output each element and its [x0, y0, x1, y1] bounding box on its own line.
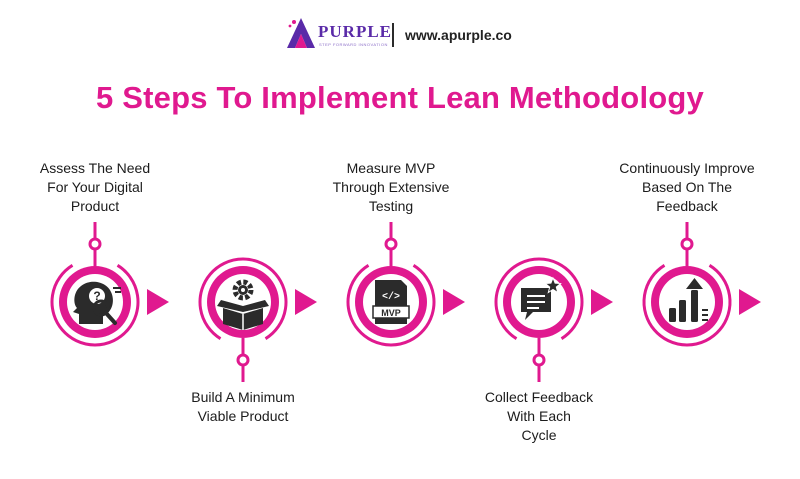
step-label-line: Assess The Need [39, 160, 151, 176]
header-divider [392, 23, 394, 47]
step-4 [494, 257, 613, 382]
gear-hole [241, 288, 245, 292]
step-2 [198, 257, 317, 382]
step-label-line: Viable Product [197, 408, 289, 424]
bar-1 [669, 308, 676, 322]
bar-3 [691, 290, 698, 322]
brand-name: PURPLE [318, 22, 392, 41]
step-label-line: Product [70, 198, 120, 214]
mvp-document-icon: </> MVP [372, 280, 410, 324]
step-label-line: Based On The [641, 179, 733, 195]
step-label-line: Collect Feedback [484, 389, 594, 405]
question-mark: ? [93, 289, 100, 303]
box-lid [217, 300, 269, 312]
magnifier-lens [92, 299, 110, 317]
step-label-line: Measure MVP [346, 160, 436, 176]
bar-2 [679, 300, 686, 322]
head-question-magnifier-icon: ? [73, 281, 121, 325]
outer-ring [50, 264, 140, 347]
step-label-line: With Each [507, 408, 571, 424]
connector-dot [532, 353, 546, 367]
gear-box-icon [217, 279, 269, 330]
growth-chart-icon [669, 278, 708, 322]
step-label-line: Continuously Improve [619, 160, 755, 176]
star-shape [544, 276, 562, 294]
step-label-line: Through Extensive [332, 179, 450, 195]
magnifier-handle [104, 311, 117, 325]
purple-logo-icon [287, 18, 315, 48]
outer-ring [346, 264, 436, 347]
arrow-icon [295, 289, 317, 315]
arrow-head [686, 278, 703, 289]
step-label-line: Build A Minimum [191, 389, 295, 405]
code-symbol: </> [382, 291, 400, 303]
mvp-text: MVP [381, 308, 401, 318]
arrow-icon [147, 289, 169, 315]
outer-ring [494, 257, 584, 340]
mvp-tag [372, 305, 410, 319]
brand-tagline: STEP FORWARD INNOVATION [319, 42, 388, 47]
step-label-line: For Your Digital [47, 179, 143, 195]
gear-teeth [232, 279, 254, 301]
page-title: 5 Steps To Implement Lean Methodology [96, 80, 704, 115]
step-label-line: Testing [368, 198, 414, 214]
arrow-icon [443, 289, 465, 315]
step-label-line: Feedback [656, 198, 718, 214]
connector-dot [680, 237, 694, 251]
chat-star-icon [521, 276, 562, 320]
step-3: </> MVP [346, 222, 465, 347]
step-5 [642, 222, 761, 347]
outer-ring [198, 257, 288, 340]
arrow-icon [591, 289, 613, 315]
outer-ring [642, 264, 732, 347]
connector-dot [384, 237, 398, 251]
inner-white-circle [659, 274, 715, 330]
header: PURPLE STEP FORWARD INNOVATION www.apurp… [0, 14, 800, 54]
arrow-icon [739, 289, 761, 315]
step-label-line: Cycle [521, 427, 557, 443]
website-link[interactable]: www.apurple.co [405, 27, 512, 43]
connector-dot [88, 237, 102, 251]
connector-dot [236, 353, 250, 367]
step-1: ? [50, 222, 169, 347]
